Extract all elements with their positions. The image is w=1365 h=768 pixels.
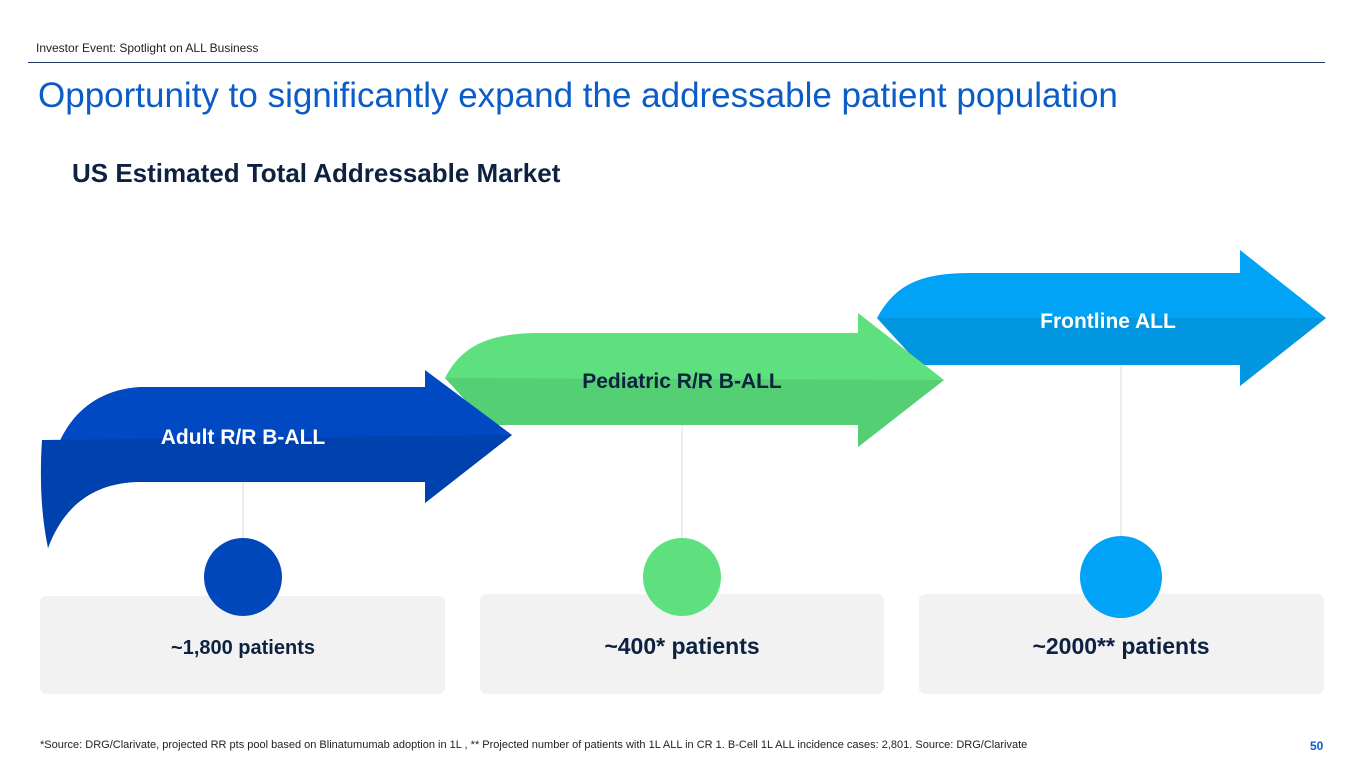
- page-number: 50: [1310, 739, 1324, 753]
- patients-frontline: ~2000** patients: [1032, 633, 1209, 659]
- patients-box-adult: [40, 596, 445, 694]
- segment-label-frontline: Frontline ALL: [1040, 310, 1176, 333]
- marker-circle-frontline: [1080, 536, 1162, 618]
- segment-label-adult: Adult R/R B-ALL: [161, 426, 326, 449]
- event-name: Investor Event: Spotlight on ALL Busines…: [36, 41, 259, 55]
- connector-lines: [242, 365, 1122, 545]
- marker-circle-adult: [204, 538, 282, 616]
- header-divider: [28, 62, 1325, 63]
- arrow-frontline: [877, 250, 1326, 386]
- section-subtitle: US Estimated Total Addressable Market: [72, 158, 561, 188]
- patients-adult: ~1,800 patients: [171, 637, 315, 659]
- page-title: Opportunity to significantly expand the …: [38, 76, 1118, 115]
- segment-label-pediatric: Pediatric R/R B-ALL: [582, 370, 782, 393]
- arrow-adult: [40, 370, 513, 548]
- footnote: *Source: DRG/Clarivate, projected RR pts…: [40, 739, 1028, 751]
- patients-box-pediatric: [480, 594, 884, 694]
- arrow-pediatric: [445, 313, 944, 447]
- patients-pediatric: ~400* patients: [604, 633, 759, 659]
- patients-box-frontline: [919, 594, 1324, 694]
- marker-circle-pediatric: [643, 538, 721, 616]
